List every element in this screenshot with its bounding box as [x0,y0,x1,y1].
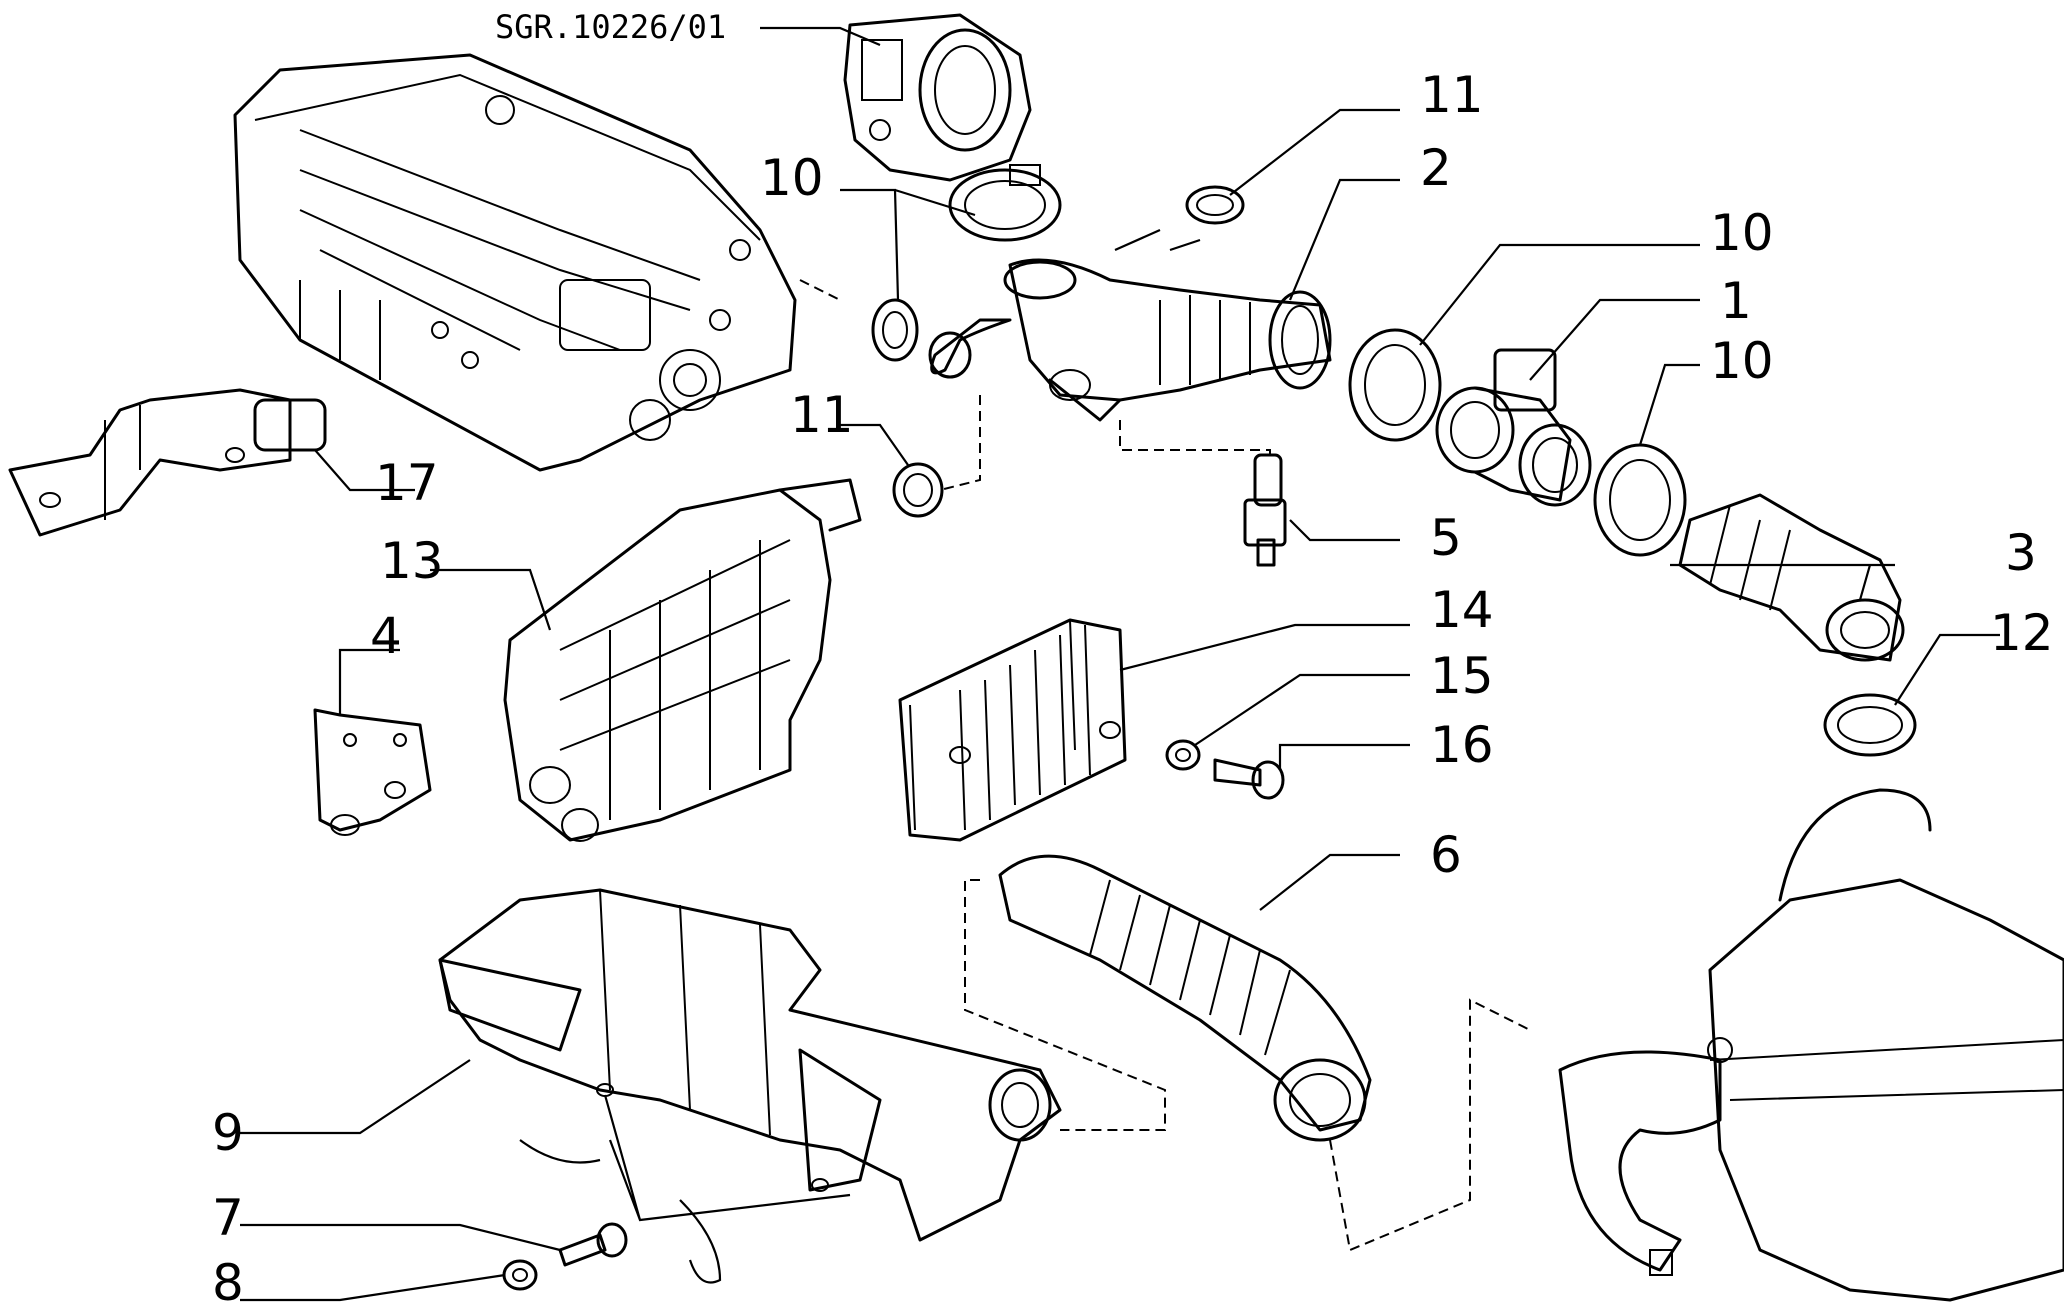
clamp-12 [1823,693,1917,757]
leader-lines [240,26,2000,1302]
clamp-10-right [1348,328,1442,442]
reference-code: SGR.10226/01 [495,8,726,46]
callout-10-top-left: 10 [760,149,824,207]
clamp-10-small [871,298,919,362]
callout-6: 6 [1430,826,1462,884]
callout-11-top: 11 [1420,66,1484,124]
callout-12: 12 [1990,604,2054,662]
callout-16: 16 [1430,716,1494,774]
resonator-13 [503,478,862,842]
air-box-9 [438,888,1062,1242]
callout-labels: SGR.10226/01 11 2 10 10 1 10 11 17 5 13 … [212,8,2054,1308]
clamp-10-top [948,164,1062,242]
hose-3 [1678,493,1905,662]
callout-11-left: 11 [790,386,854,444]
airflow-meter-1 [1435,348,1592,507]
callout-8: 8 [212,1254,244,1308]
throttle-body [843,13,1032,182]
clamp-10-lower [1593,443,1687,557]
callout-10-lower: 10 [1710,332,1774,390]
callout-9: 9 [212,1104,244,1162]
callout-14: 14 [1430,581,1494,639]
filter-element-14 [898,618,1127,842]
washer-8 [502,1259,538,1291]
engine-block [233,53,797,472]
bracket-4 [313,708,432,836]
callout-10-right: 10 [1710,204,1774,262]
clamp-11-top [1185,185,1245,225]
bracket-17 [8,388,327,537]
bolt-7 [558,1222,628,1267]
bolt-16 [1213,758,1285,800]
callout-1: 1 [1720,272,1752,330]
intake-hose-2 [928,258,1332,422]
callout-4: 4 [370,607,402,665]
callout-15: 15 [1430,647,1494,705]
hose-6 [998,854,1372,1142]
callout-17: 17 [375,454,439,512]
washer-15 [1165,739,1201,771]
callout-2: 2 [1420,139,1452,197]
callout-7: 7 [212,1189,244,1247]
callout-3: 3 [2005,524,2037,582]
assembly-dashed-lines [519,228,1531,1284]
callout-5: 5 [1430,509,1462,567]
sensor-5 [1243,453,1287,567]
clamp-11-left [892,462,944,518]
air-filter-housing [1558,788,2064,1302]
callout-13: 13 [380,532,444,590]
